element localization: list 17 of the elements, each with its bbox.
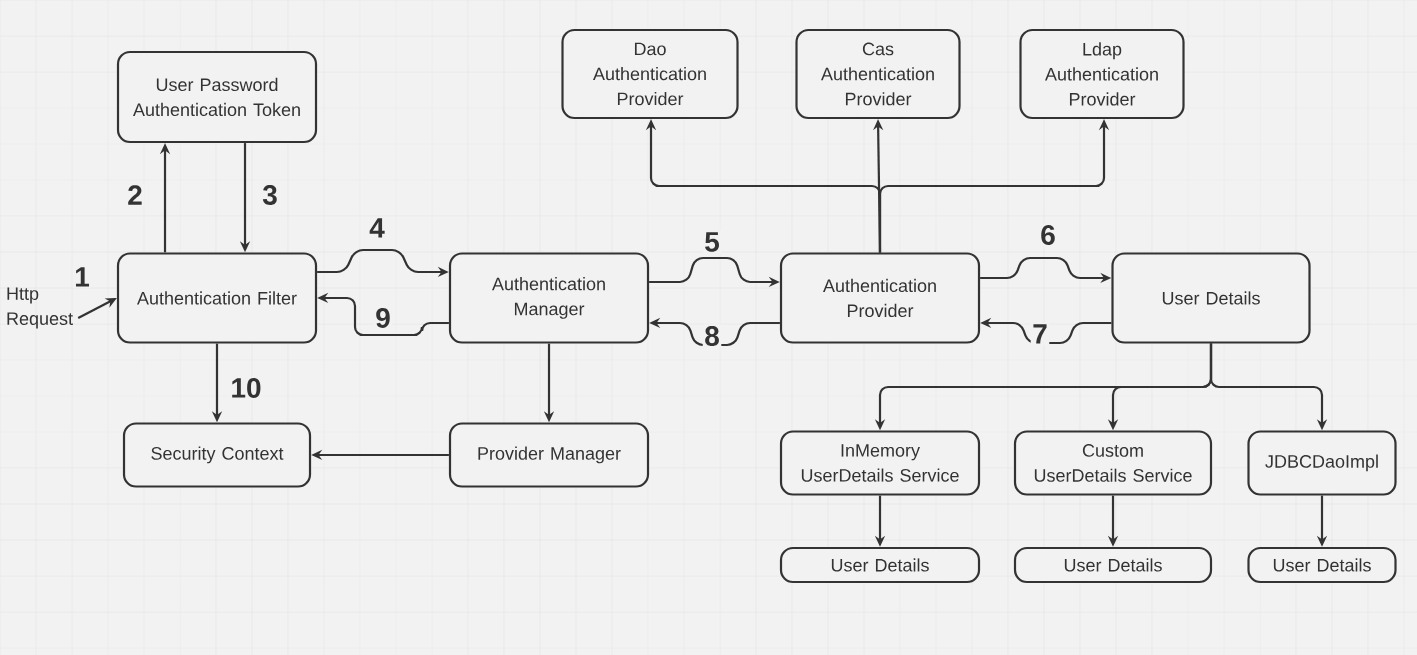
process-box: Custom UserDetails Service: [1013, 430, 1213, 496]
process-box: Dao Authentication Provider: [561, 28, 739, 120]
request-label: Http Request: [7, 287, 73, 329]
process-box: User Details: [1247, 546, 1397, 584]
process-box: Authentication Provider: [779, 252, 981, 344]
process-box: JDBCDaoImpl: [1247, 430, 1397, 496]
process-box: Security Context: [122, 422, 312, 488]
process-box: User Password Authentication Token: [116, 50, 318, 144]
process-box: InMemory UserDetails Service: [779, 430, 981, 496]
process-box: User Details: [1111, 252, 1311, 344]
process-box: Ldap Authentication Provider: [1019, 28, 1185, 120]
process-box: Authentication Filter: [116, 252, 318, 344]
process-box: Authentication Manager: [448, 252, 650, 344]
process-box: Cas Authentication Provider: [795, 28, 961, 120]
process-box: Provider Manager: [448, 422, 650, 488]
process-box: User Details: [1013, 546, 1213, 584]
process-box: User Details: [779, 546, 981, 584]
